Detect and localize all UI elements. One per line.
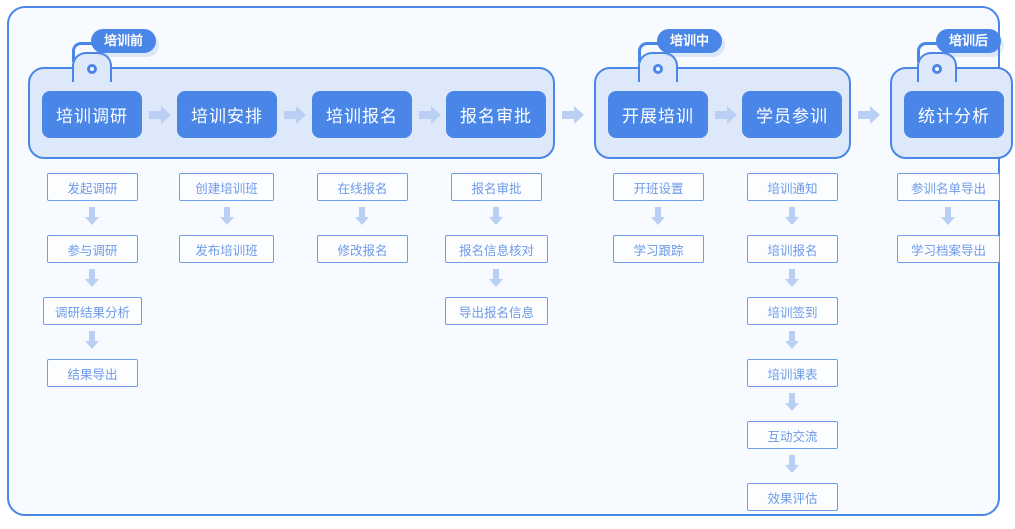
diagram-frame: 培训前 培训调研 培训安排 培训报名 报名审批 培训中 开展培训 学员参训 培训… — [7, 6, 1013, 516]
arrow-down-icon — [785, 207, 799, 225]
sub-box-effect-evaluation[interactable]: 效果评估 — [747, 483, 838, 511]
sub-box-interactive-communication[interactable]: 互动交流 — [747, 421, 838, 449]
sub-box-training-checkin[interactable]: 培训签到 — [747, 297, 838, 325]
sub-box-modify-registration[interactable]: 修改报名 — [317, 235, 408, 263]
arrow-down-icon — [489, 207, 503, 225]
arrow-down-icon — [355, 207, 369, 225]
arrow-right-icon — [284, 106, 306, 124]
badge-connector-post-training — [917, 42, 939, 62]
sub-box-training-signup[interactable]: 培训报名 — [747, 235, 838, 263]
arrow-down-icon — [785, 331, 799, 349]
sub-box-training-notification[interactable]: 培训通知 — [747, 173, 838, 201]
step-box-registration-approval[interactable]: 报名审批 — [446, 91, 546, 138]
step-box-training-survey[interactable]: 培训调研 — [42, 91, 142, 138]
sub-box-result-export[interactable]: 结果导出 — [47, 359, 138, 387]
arrow-down-icon — [489, 269, 503, 287]
arrow-down-icon — [651, 207, 665, 225]
arrow-down-icon — [785, 269, 799, 287]
arrow-right-icon — [715, 106, 737, 124]
step-box-trainee-participation[interactable]: 学员参训 — [742, 91, 842, 138]
sub-box-survey-result-analysis[interactable]: 调研结果分析 — [43, 297, 142, 325]
sub-box-class-opening-setup[interactable]: 开班设置 — [613, 173, 704, 201]
arrow-down-icon — [785, 455, 799, 473]
arrow-down-icon — [941, 207, 955, 225]
step-box-training-arrangement[interactable]: 培训安排 — [177, 91, 277, 138]
sub-box-initiate-survey[interactable]: 发起调研 — [47, 173, 138, 201]
phase-badge-post-training[interactable]: 培训后 — [936, 29, 1002, 53]
step-box-statistical-analysis[interactable]: 统计分析 — [904, 91, 1004, 138]
arrow-down-icon — [85, 331, 99, 349]
sub-box-create-training-class[interactable]: 创建培训班 — [179, 173, 274, 201]
sub-box-publish-training-class[interactable]: 发布培训班 — [179, 235, 274, 263]
sub-box-export-participant-list[interactable]: 参训名单导出 — [897, 173, 1000, 201]
sub-box-export-learning-archive[interactable]: 学习档案导出 — [897, 235, 1000, 263]
phase-badge-during-training[interactable]: 培训中 — [657, 29, 723, 53]
arrow-down-icon — [85, 207, 99, 225]
sub-box-export-registration-info[interactable]: 导出报名信息 — [445, 297, 548, 325]
arrow-down-icon — [85, 269, 99, 287]
arrow-down-icon — [220, 207, 234, 225]
arrow-right-icon — [419, 106, 441, 124]
sub-box-training-schedule[interactable]: 培训课表 — [747, 359, 838, 387]
sub-box-registration-approval[interactable]: 报名审批 — [451, 173, 542, 201]
badge-connector-pre-training — [72, 42, 94, 62]
arrow-right-icon-between-phases — [858, 106, 880, 124]
arrow-right-icon-between-phases — [562, 106, 584, 124]
sub-box-online-registration[interactable]: 在线报名 — [317, 173, 408, 201]
sub-box-learning-tracking[interactable]: 学习跟踪 — [613, 235, 704, 263]
sub-box-participate-survey[interactable]: 参与调研 — [47, 235, 138, 263]
sub-box-registration-info-check[interactable]: 报名信息核对 — [445, 235, 548, 263]
step-box-conduct-training[interactable]: 开展培训 — [608, 91, 708, 138]
arrow-down-icon — [785, 393, 799, 411]
arrow-right-icon — [149, 106, 171, 124]
phase-badge-pre-training[interactable]: 培训前 — [91, 29, 157, 53]
badge-connector-during-training — [638, 42, 660, 62]
step-box-training-registration[interactable]: 培训报名 — [312, 91, 412, 138]
